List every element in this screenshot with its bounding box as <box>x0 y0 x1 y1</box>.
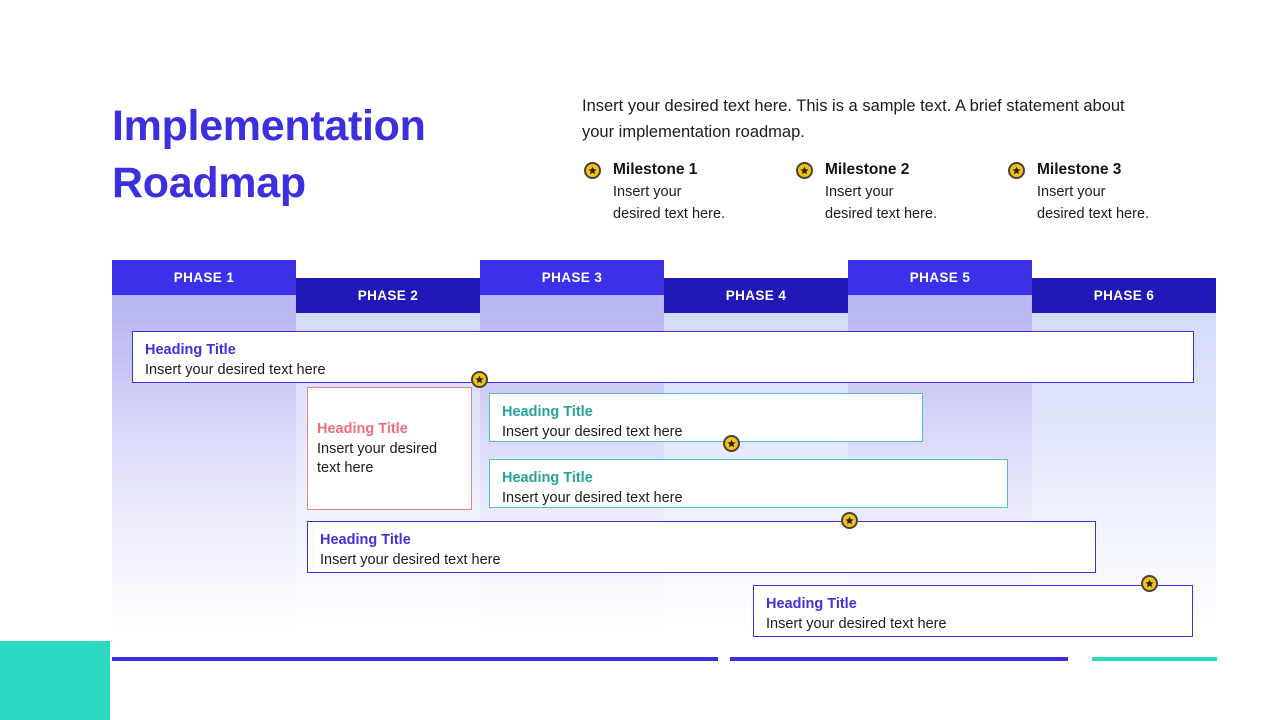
phase-bar-6[interactable]: PHASE 6 <box>1032 278 1216 313</box>
star-badge-icon <box>841 512 858 529</box>
milestone-text: Insert your desired text here. <box>825 184 938 222</box>
milestone-title: Milestone 3 <box>1037 161 1122 178</box>
phase-bar-1[interactable]: PHASE 1 <box>112 260 296 295</box>
timeline-band-1 <box>112 260 296 632</box>
roadmap-box-text: Insert your desired text here <box>502 489 683 506</box>
milestone-text: Insert your desired text here. <box>613 184 726 222</box>
milestone-list: Milestone 1 Insert your desired text her… <box>582 160 1222 225</box>
phase-bar-5[interactable]: PHASE 5 <box>848 260 1032 295</box>
star-badge-icon <box>723 435 740 452</box>
phase-bar-4[interactable]: PHASE 4 <box>664 278 848 313</box>
milestone-title: Milestone 1 <box>613 161 698 178</box>
roadmap-box-text: Insert your desired text here <box>320 551 501 568</box>
star-badge-icon <box>471 371 488 388</box>
roadmap-box-text: Insert your desired text here <box>766 615 947 632</box>
milestone-text: Insert your desired text here. <box>1037 184 1150 222</box>
roadmap-box-title: Heading Title <box>317 420 408 437</box>
timeline-band-3 <box>480 260 664 632</box>
footer-rule-left <box>112 657 718 661</box>
roadmap-box-4[interactable]: Heading Title Insert your desired text h… <box>489 459 1008 508</box>
milestone-title: Milestone 2 <box>825 161 910 178</box>
milestone-item-1[interactable]: Milestone 1 Insert your desired text her… <box>582 160 794 225</box>
marker-bar-1[interactable] <box>471 371 488 388</box>
roadmap-box-text: Insert your desired text here <box>502 423 683 440</box>
roadmap-box-2[interactable]: Heading Title Insert your desired text h… <box>307 387 472 510</box>
roadmap-box-3[interactable]: Heading Title Insert your desired text h… <box>489 393 923 442</box>
footer-teal-block <box>0 641 110 720</box>
roadmap-box-title: Heading Title <box>145 342 236 358</box>
roadmap-box-5[interactable]: Heading Title Insert your desired text h… <box>307 521 1096 573</box>
star-badge-icon <box>796 162 813 179</box>
milestone-item-2[interactable]: Milestone 2 Insert your desired text her… <box>794 160 1006 225</box>
timeline-column-bands <box>112 260 1216 632</box>
timeline-band-5 <box>848 260 1032 632</box>
star-badge-icon <box>1008 162 1025 179</box>
timeline-band-4 <box>664 260 848 632</box>
milestone-item-3[interactable]: Milestone 3 Insert your desired text her… <box>1006 160 1218 225</box>
roadmap-box-text: Insert your desired text here <box>145 361 326 378</box>
roadmap-box-title: Heading Title <box>766 596 857 612</box>
footer-rule-right <box>1092 657 1217 661</box>
intro-paragraph: Insert your desired text here. This is a… <box>582 97 1125 141</box>
phase-bar-3[interactable]: PHASE 3 <box>480 260 664 295</box>
phase-bar-2[interactable]: PHASE 2 <box>296 278 480 313</box>
roadmap-box-6[interactable]: Heading Title Insert your desired text h… <box>753 585 1193 637</box>
marker-bar-5[interactable] <box>841 512 858 529</box>
roadmap-box-title: Heading Title <box>502 470 593 486</box>
roadmap-box-title: Heading Title <box>502 404 593 420</box>
marker-bar-6[interactable] <box>1141 575 1158 592</box>
page-title: Implementation Roadmap <box>112 102 426 207</box>
timeline-band-6 <box>1032 260 1216 632</box>
roadmap-box-1[interactable]: Heading Title Insert your desired text h… <box>132 331 1194 383</box>
roadmap-box-title: Heading Title <box>320 532 411 548</box>
star-badge-icon <box>584 162 601 179</box>
roadmap-box-text: Insert your desired text here <box>317 440 438 476</box>
marker-bar-3[interactable] <box>723 435 740 452</box>
footer-rule-middle <box>730 657 1068 661</box>
star-badge-icon <box>1141 575 1158 592</box>
